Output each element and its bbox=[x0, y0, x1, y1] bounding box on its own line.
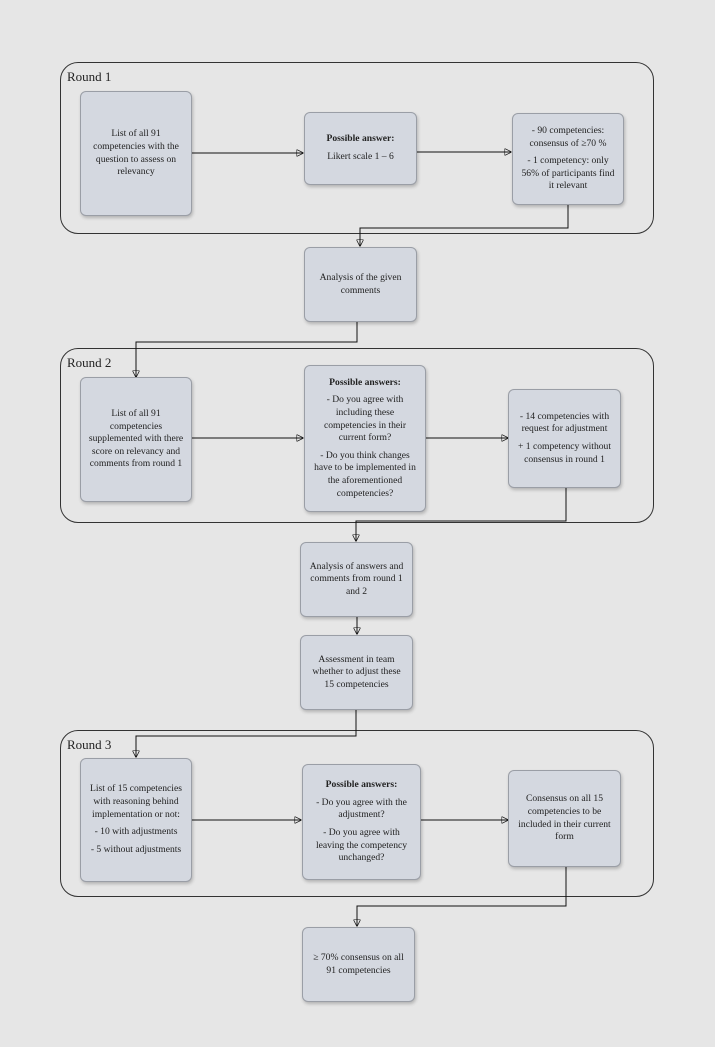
round-3-possible-answer-2: - Do you agree with leaving the competen… bbox=[315, 827, 408, 864]
round-1-competency-list-box: List of all 91 competencies with the que… bbox=[80, 91, 192, 216]
round-1-competency-list-text: List of all 91 competencies with the que… bbox=[93, 128, 179, 178]
analysis-comments-text: Analysis of the given comments bbox=[319, 271, 402, 296]
round-1-possible-answer-title: Possible answer: bbox=[326, 133, 395, 145]
analysis-comments-box: Analysis of the given comments bbox=[304, 247, 417, 322]
round-1-group: Round 1 bbox=[60, 62, 654, 234]
round-2-competency-list-text: List of all 91 competencies supplemented… bbox=[88, 407, 184, 470]
round-1-possible-answer-text: Likert scale 1 – 6 bbox=[327, 151, 394, 162]
round-2-result-text-1: - 14 competencies with request for adjus… bbox=[519, 410, 610, 435]
assessment-team-text: Assessment in team whether to adjust the… bbox=[312, 653, 401, 690]
round-3-result-text: Consensus on all 15 competencies to be i… bbox=[518, 793, 611, 843]
round-3-competency-list-item-1: - 10 with adjustments bbox=[94, 826, 178, 838]
round-3-result-box: Consensus on all 15 competencies to be i… bbox=[508, 770, 621, 867]
round-1-possible-answer-box: Possible answer: Likert scale 1 – 6 bbox=[304, 112, 417, 185]
round-3-label: Round 3 bbox=[67, 737, 112, 752]
assessment-team-box: Assessment in team whether to adjust the… bbox=[300, 635, 413, 710]
round-2-possible-answers-box: Possible answers: - Do you agree with in… bbox=[304, 365, 426, 512]
round-3-competency-list-item-2: - 5 without adjustments bbox=[90, 843, 182, 855]
round-1-label: Round 1 bbox=[67, 69, 112, 84]
final-consensus-box: ≥ 70% consensus on all 91 competencies bbox=[302, 927, 415, 1002]
round-2-competency-list-box: List of all 91 competencies supplemented… bbox=[80, 377, 192, 502]
round-3-possible-answers-title: Possible answers: bbox=[325, 779, 398, 791]
round-2-label: Round 2 bbox=[67, 355, 112, 370]
round-2-possible-answer-2: - Do you think changes have to be implem… bbox=[314, 449, 416, 499]
round-3-possible-answers-box: Possible answers: - Do you agree with th… bbox=[302, 764, 421, 880]
round-3-competency-list-box: List of 15 competencies with reasoning b… bbox=[80, 758, 192, 882]
analysis-answers-text: Analysis of answers and comments from ro… bbox=[309, 560, 404, 597]
round-3-possible-answer-1: - Do you agree with the adjustment? bbox=[316, 796, 407, 821]
round-3-competency-list-text: List of 15 competencies with reasoning b… bbox=[90, 783, 182, 820]
analysis-answers-box: Analysis of answers and comments from ro… bbox=[300, 542, 413, 617]
round-1-result-text-1: - 90 competencies: consensus of ≥70 % bbox=[529, 124, 607, 149]
round-2-possible-answers-title: Possible answers: bbox=[329, 376, 401, 388]
round-1-result-text-2: - 1 competency: only 56% of participants… bbox=[521, 155, 615, 192]
round-1-result-box: - 90 competencies: consensus of ≥70 % - … bbox=[512, 113, 624, 205]
round-2-result-box: - 14 competencies with request for adjus… bbox=[508, 389, 621, 488]
round-2-possible-answer-1: - Do you agree with including these comp… bbox=[323, 394, 407, 444]
round-2-result-text-2: + 1 competency without consensus in roun… bbox=[517, 441, 612, 465]
final-consensus-text: ≥ 70% consensus on all 91 competencies bbox=[313, 951, 404, 976]
